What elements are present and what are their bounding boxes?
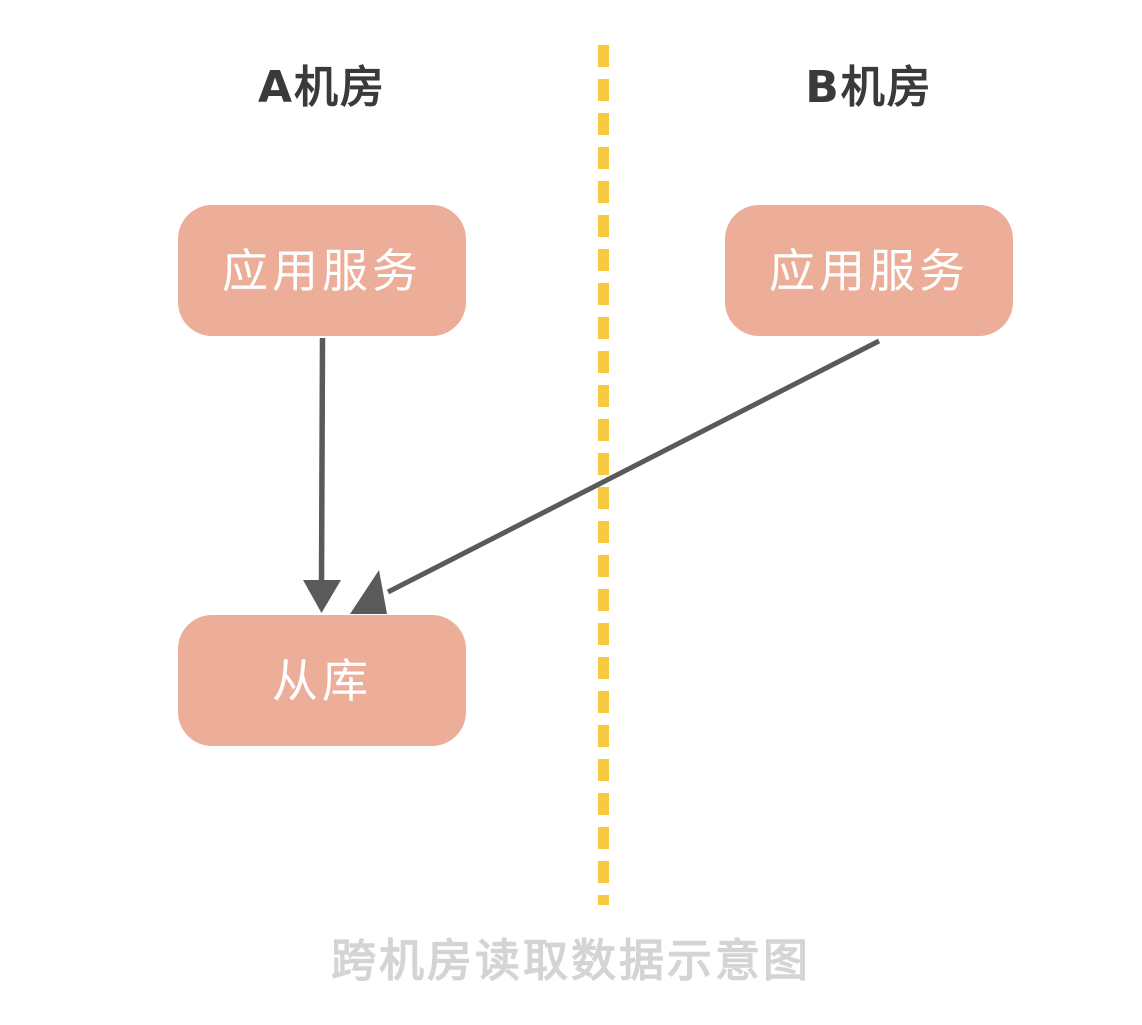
zone-title-a: A机房 <box>257 62 387 113</box>
node-app-service-b[interactable]: 应用服务 <box>725 205 1013 336</box>
connector-local-read-arrow <box>303 337 341 613</box>
node-app-service-a-label: 应用服务 <box>222 243 422 298</box>
zone-title-b: B机房 <box>805 62 933 113</box>
node-slave-database-label: 从库 <box>272 653 372 708</box>
node-slave-database[interactable]: 从库 <box>178 615 466 746</box>
divider-dash-svg <box>598 45 609 905</box>
connector-cross-zone-read-arrowhead <box>350 570 387 614</box>
connector-cross-zone-read-arrow <box>350 338 881 614</box>
connector-local-read-shaft <box>318 337 326 586</box>
node-app-service-a[interactable]: 应用服务 <box>178 205 466 336</box>
node-app-service-b-label: 应用服务 <box>769 243 969 298</box>
zone-divider-dashed-line <box>598 45 609 905</box>
connector-local-read-arrowhead <box>303 580 341 613</box>
connector-cross-zone-read-shaft <box>386 338 881 595</box>
diagram-caption: 跨机房读取数据示意图 <box>330 934 811 987</box>
